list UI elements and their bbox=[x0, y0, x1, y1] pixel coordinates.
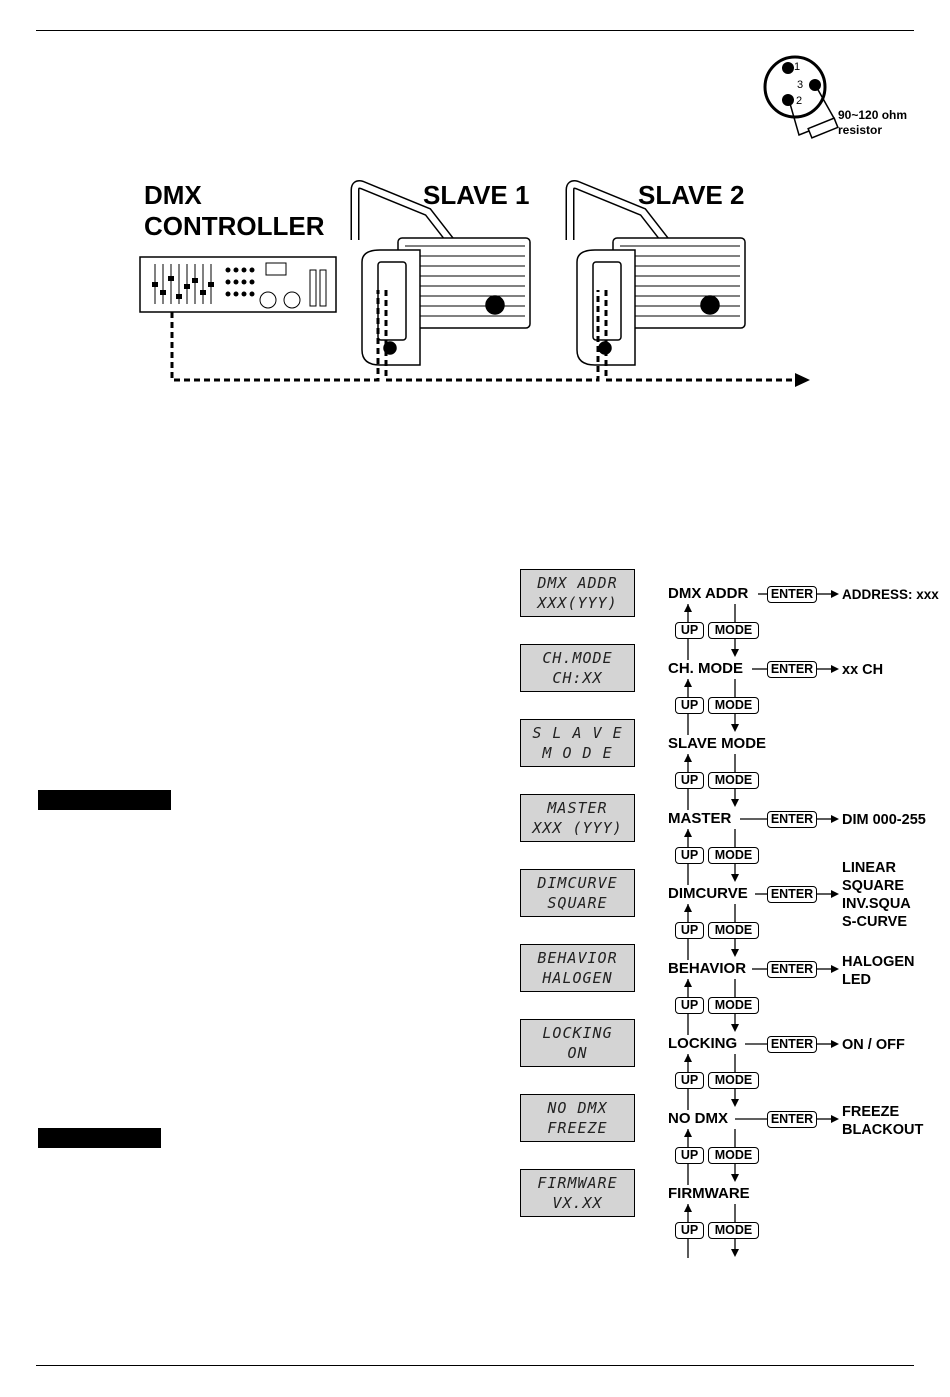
section-bar-2 bbox=[38, 1128, 161, 1148]
option-blackout: BLACKOUT bbox=[842, 1122, 924, 1138]
pin3-label: 3 bbox=[797, 79, 804, 91]
up-button[interactable]: UP bbox=[675, 1222, 704, 1239]
menu-label-master: MASTER bbox=[668, 810, 732, 827]
up-button[interactable]: UP bbox=[675, 922, 704, 939]
controller-title-2: CONTROLLER bbox=[144, 211, 325, 241]
mode-button[interactable]: MODE bbox=[708, 772, 759, 789]
up-button[interactable]: UP bbox=[675, 1147, 704, 1164]
top-rule bbox=[36, 30, 914, 31]
menu-label-ch-mode: CH. MODE bbox=[668, 660, 743, 677]
option-on-off: ON / OFF bbox=[842, 1037, 905, 1053]
slave1-fixture-icon bbox=[350, 180, 531, 366]
up-button[interactable]: UP bbox=[675, 697, 704, 714]
pin1-label: 1 bbox=[794, 61, 801, 73]
mode-button[interactable]: MODE bbox=[708, 1072, 759, 1089]
enter-button[interactable]: ENTER bbox=[767, 1036, 817, 1053]
mode-button[interactable]: MODE bbox=[708, 1147, 759, 1164]
enter-button[interactable]: ENTER bbox=[767, 661, 817, 678]
menu-label-dimcurve: DIMCURVE bbox=[668, 885, 748, 902]
dmx-signal-line bbox=[170, 290, 795, 382]
bottom-rule bbox=[36, 1365, 914, 1366]
up-button[interactable]: UP bbox=[675, 847, 704, 864]
slave2-title: SLAVE 2 bbox=[638, 180, 745, 210]
mode-button[interactable]: MODE bbox=[708, 997, 759, 1014]
option-halogen: HALOGEN bbox=[842, 954, 915, 970]
slave1-title: SLAVE 1 bbox=[423, 180, 530, 210]
up-button[interactable]: UP bbox=[675, 772, 704, 789]
xlr-connector-icon bbox=[763, 55, 839, 139]
mode-button[interactable]: MODE bbox=[708, 1222, 759, 1239]
menu-label-slave-mode: SLAVE MODE bbox=[668, 735, 767, 752]
up-button[interactable]: UP bbox=[675, 997, 704, 1014]
mode-button[interactable]: MODE bbox=[708, 697, 759, 714]
up-button[interactable]: UP bbox=[675, 622, 704, 639]
option-address: ADDRESS: xxx bbox=[842, 587, 939, 602]
mode-button[interactable]: MODE bbox=[708, 922, 759, 939]
enter-button[interactable]: ENTER bbox=[767, 586, 817, 603]
xlr-connector-diagram: 1 3 2 90~120 ohm resistor bbox=[755, 50, 925, 150]
section-bar-1 bbox=[38, 790, 171, 810]
menu-label-firmware: FIRMWARE bbox=[668, 1185, 750, 1202]
option-inv-squa: INV.SQUA bbox=[842, 896, 911, 912]
menu-label-locking: LOCKING bbox=[668, 1035, 738, 1052]
menu-label-dmx-addr: DMX ADDR bbox=[668, 585, 749, 602]
enter-button[interactable]: ENTER bbox=[767, 886, 817, 903]
menu-label-behavior: BEHAVIOR bbox=[668, 960, 747, 977]
controller-title-1: DMX bbox=[144, 180, 202, 210]
option-s-curve: S-CURVE bbox=[842, 914, 907, 930]
up-button[interactable]: UP bbox=[675, 1072, 704, 1089]
signal-arrow-icon bbox=[795, 373, 810, 387]
enter-button[interactable]: ENTER bbox=[767, 1111, 817, 1128]
dmx-controller-icon bbox=[139, 256, 337, 313]
resistor-label-2: resistor bbox=[838, 123, 883, 137]
mode-button[interactable]: MODE bbox=[708, 847, 759, 864]
resistor-label: 90~120 ohm bbox=[838, 108, 908, 122]
menu-label-no-dmx: NO DMX bbox=[668, 1110, 728, 1127]
option-freeze: FREEZE bbox=[842, 1104, 900, 1120]
option-linear: LINEAR bbox=[842, 860, 896, 876]
option-ch: xx CH bbox=[842, 662, 884, 678]
pin2-label: 2 bbox=[796, 95, 803, 107]
option-led: LED bbox=[842, 972, 871, 988]
enter-button[interactable]: ENTER bbox=[767, 961, 817, 978]
dmx-wiring-illustration bbox=[139, 180, 810, 387]
slave2-fixture-icon bbox=[565, 180, 746, 366]
mode-button[interactable]: MODE bbox=[708, 622, 759, 639]
option-square: SQUARE bbox=[842, 878, 905, 894]
option-dim: DIM 000-255 bbox=[842, 812, 926, 828]
enter-button[interactable]: ENTER bbox=[767, 811, 817, 828]
